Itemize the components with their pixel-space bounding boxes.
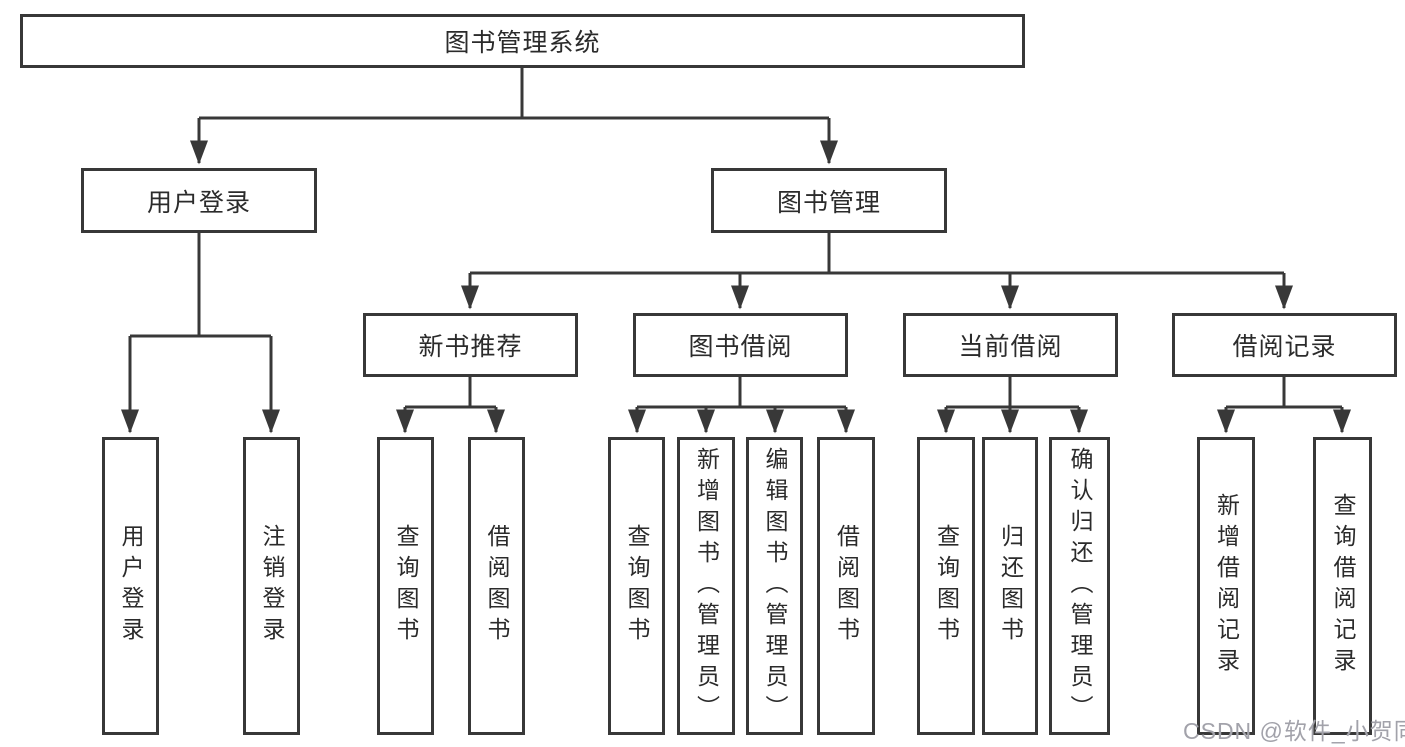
leaf-confirm-return-admin: 确认归还（管理员） xyxy=(1049,437,1110,735)
node-new-book-recommend: 新书推荐 xyxy=(363,313,578,377)
node-label: 当前借阅 xyxy=(958,333,1063,361)
leaf-query-books: 查询图书 xyxy=(917,437,975,735)
node-label: 借阅记录 xyxy=(1232,333,1337,361)
connector-root-trunk xyxy=(199,68,829,120)
leaf-label: 查询图书 xyxy=(393,524,419,648)
leaf-add-books-admin: 新增图书（管理员） xyxy=(677,437,735,735)
connector-userlogin-trunk xyxy=(130,233,271,338)
leaf-label: 编辑图书（管理员） xyxy=(762,446,788,726)
node-label: 用户登录 xyxy=(146,188,251,217)
connector-borrow-trunk xyxy=(637,377,846,409)
leaf-label: 用户登录 xyxy=(118,524,144,648)
leaf-label: 借阅图书 xyxy=(484,524,510,648)
leaf-query-borrow-record: 查询借阅记录 xyxy=(1313,437,1372,735)
node-label: 图书管理系统 xyxy=(444,29,601,57)
leaf-label: 借阅图书 xyxy=(833,524,860,648)
leaf-edit-books-admin: 编辑图书（管理员） xyxy=(746,437,803,735)
node-label: 图书管理 xyxy=(776,188,881,217)
leaf-label: 新增借阅记录 xyxy=(1213,493,1240,679)
leaf-add-borrow-record: 新增借阅记录 xyxy=(1197,437,1255,735)
leaf-logout-login: 注销登录 xyxy=(243,437,300,735)
leaf-query-books: 查询图书 xyxy=(608,437,665,735)
leaf-label: 确认归还（管理员） xyxy=(1067,446,1093,726)
leaf-user-login: 用户登录 xyxy=(102,437,159,735)
csdn-watermark: CSDN @软件_小贺同学 xyxy=(1183,718,1405,744)
leaf-borrow-books: 借阅图书 xyxy=(468,437,525,735)
node-book-borrow: 图书借阅 xyxy=(633,313,848,377)
leaf-label: 查询图书 xyxy=(933,524,960,648)
node-library-system: 图书管理系统 xyxy=(20,14,1025,68)
leaf-borrow-books: 借阅图书 xyxy=(817,437,875,735)
leaf-label: 查询图书 xyxy=(624,524,650,648)
leaf-query-books: 查询图书 xyxy=(377,437,434,735)
connector-current-trunk xyxy=(946,377,1079,409)
node-label: 图书借阅 xyxy=(688,333,793,361)
node-current-borrow: 当前借阅 xyxy=(903,313,1118,377)
node-user-login: 用户登录 xyxy=(81,168,317,233)
node-borrow-records: 借阅记录 xyxy=(1172,313,1397,377)
connector-newbook-trunk xyxy=(405,377,496,409)
connector-bookmgmt-trunk xyxy=(470,233,1284,275)
leaf-label: 查询借阅记录 xyxy=(1330,493,1356,679)
leaf-return-books: 归还图书 xyxy=(982,437,1038,735)
leaf-label: 注销登录 xyxy=(259,524,285,648)
leaf-label: 新增图书（管理员） xyxy=(693,446,720,726)
node-book-management: 图书管理 xyxy=(711,168,947,233)
leaf-label: 归还图书 xyxy=(997,524,1024,648)
connector-record-trunk xyxy=(1226,377,1342,409)
node-label: 新书推荐 xyxy=(418,333,523,361)
